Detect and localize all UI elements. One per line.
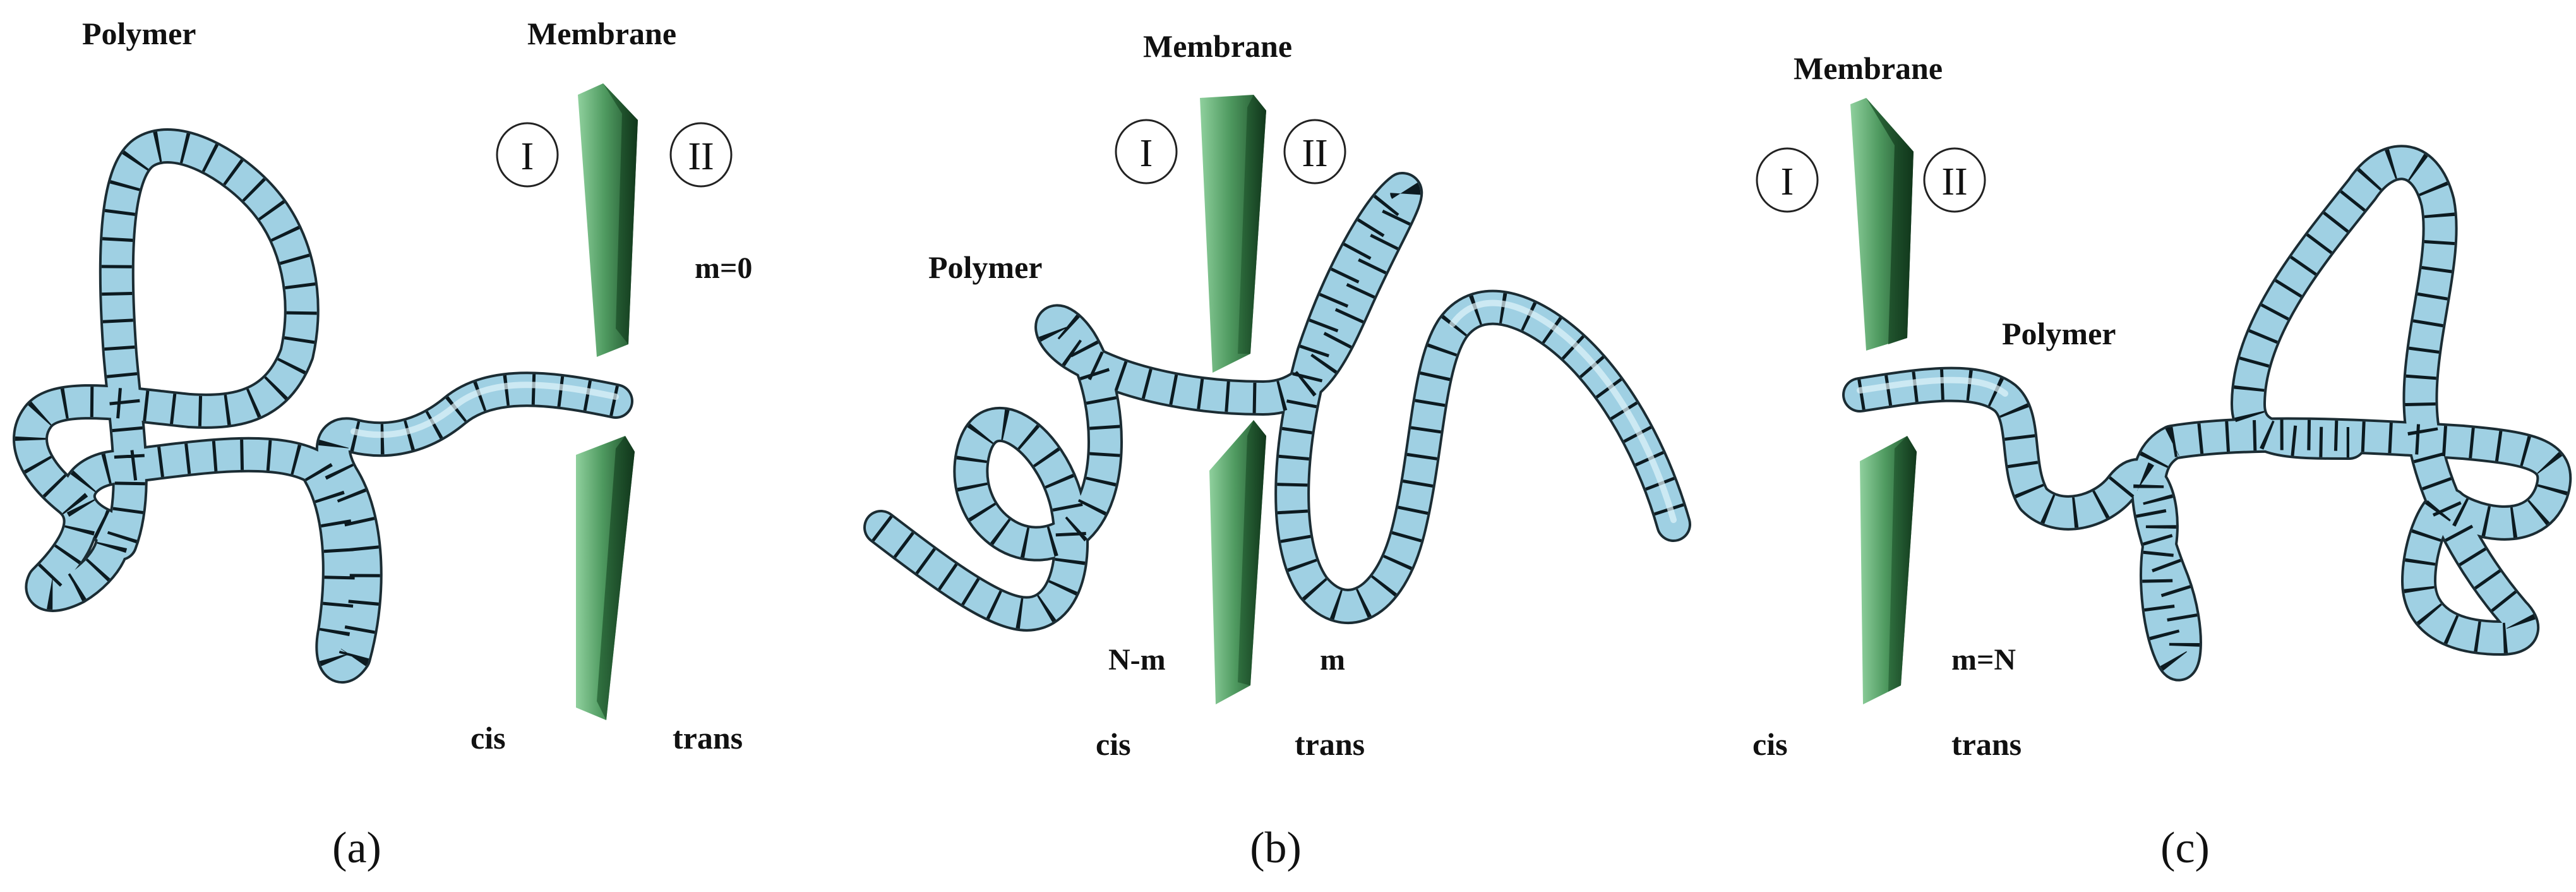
panel-b: Membrane I II Polymer N-m m cis trans (: [863, 28, 1691, 872]
panel-b-caption: (b): [1250, 824, 1302, 872]
panel-a-membrane-label: Membrane: [527, 16, 676, 51]
panel-b-membrane-label: Membrane: [1143, 28, 1292, 64]
panel-c-membrane-upper: [1850, 98, 1914, 351]
panel-a-cis-label: cis: [470, 720, 506, 756]
svg-text:II: II: [688, 135, 714, 178]
panel-a-trans-label: trans: [673, 720, 743, 756]
panel-b-region-ii-marker: II: [1283, 119, 1346, 184]
panel-c-region-ii-marker: II: [1923, 147, 1986, 213]
panel-b-count-left-label: N-m: [1108, 643, 1166, 677]
panel-a-membrane-upper: [578, 83, 638, 357]
svg-text:II: II: [1302, 132, 1327, 175]
panel-b-membrane-lower: [1209, 420, 1266, 704]
panel-c-region-i-marker: I: [1756, 147, 1819, 213]
panel-a-region-ii-marker: II: [669, 122, 733, 188]
panel-a-region-i-marker: I: [496, 122, 559, 188]
svg-text:II: II: [1941, 160, 1967, 203]
panel-c-count-label: m=N: [1951, 643, 2016, 677]
panel-b-membrane-upper: [1200, 95, 1266, 373]
panel-c-trans-label: trans: [1951, 726, 2022, 762]
panel-a-polymer-chain: [13, 128, 633, 684]
svg-text:I: I: [1781, 160, 1794, 203]
panel-b-trans-label: trans: [1295, 726, 1365, 762]
panel-a-membrane-lower: [576, 436, 635, 720]
panel-c-cis-label: cis: [1752, 726, 1788, 762]
panel-c-caption: (c): [2160, 824, 2210, 872]
panel-a-count-label: m=0: [695, 251, 752, 285]
panel-b-polymer-label: Polymer: [928, 250, 1042, 285]
panel-a-polymer-label: Polymer: [82, 16, 196, 51]
panel-c-membrane-label: Membrane: [1794, 51, 1943, 86]
panel-b-region-i-marker: I: [1115, 119, 1178, 184]
panel-c: Membrane I II Polymer m=N cis trans (c): [1752, 51, 2572, 872]
panel-c-polymer-label: Polymer: [2002, 316, 2116, 351]
panel-a-caption: (a): [332, 824, 381, 872]
panel-b-polymer-chain: [863, 172, 1691, 632]
panel-b-count-right-label: m: [1320, 643, 1345, 677]
svg-text:I: I: [1140, 132, 1153, 175]
panel-b-cis-label: cis: [1096, 726, 1131, 762]
svg-text:I: I: [521, 135, 534, 178]
panel-c-membrane-lower: [1860, 436, 1917, 704]
panel-a: Polymer Membrane I II m=0 cis tra: [13, 16, 752, 872]
panel-c-polymer-chain: [1842, 145, 2572, 682]
